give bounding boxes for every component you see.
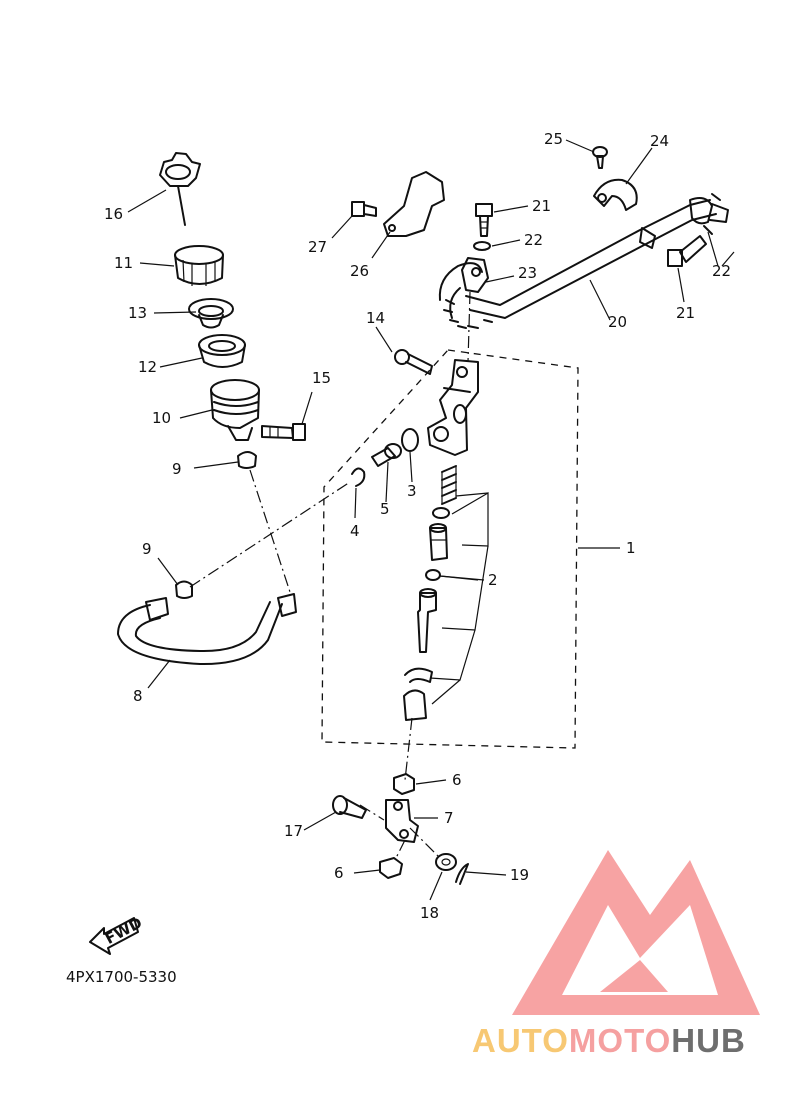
callout-25: 25 (544, 130, 563, 148)
callout-3: 3 (407, 482, 417, 500)
callout-10: 10 (152, 409, 171, 427)
callout-19: 19 (510, 866, 529, 884)
callout-14: 14 (366, 309, 385, 327)
nut-part-6-top (393, 773, 415, 795)
piston-part (429, 523, 448, 561)
spring-part (441, 465, 457, 505)
union-bolt-part-21-right (667, 235, 707, 267)
hose-guide-part-24 (593, 178, 638, 211)
master-cylinder-body (427, 359, 479, 456)
nut-part-6-bottom (379, 857, 403, 879)
screw-part-25 (592, 146, 608, 169)
cup-part (432, 507, 450, 519)
callout-8: 8 (133, 687, 143, 705)
cotter-pin-part-19 (455, 863, 469, 885)
reservoir-cap-part-16 (159, 152, 201, 226)
connection-lines (189, 291, 471, 861)
callout-23: 23 (518, 264, 537, 282)
callout-17: 17 (284, 822, 303, 840)
callout-22a: 22 (524, 231, 543, 249)
fwd-label: FWD (102, 914, 145, 948)
callout-5: 5 (380, 500, 390, 518)
boot-part (403, 689, 427, 721)
callout-11: 11 (114, 254, 133, 272)
leader-lines (127, 139, 735, 901)
callout-20: 20 (608, 313, 627, 331)
push-rod-part (417, 588, 437, 653)
callout-26: 26 (350, 262, 369, 280)
callout-4: 4 (350, 522, 360, 540)
reservoir-hose-part-8 (117, 593, 297, 666)
callout-6a: 6 (452, 771, 462, 789)
watermark-logo-icon (512, 850, 760, 1015)
callout-13: 13 (128, 304, 147, 322)
callout-9a: 9 (172, 460, 182, 478)
bracket-part-26 (383, 171, 445, 237)
assembly-boundary (321, 349, 579, 749)
watermark-wordmark: AUTOMOTOHUB (472, 1022, 794, 1059)
callout-12: 12 (138, 358, 157, 376)
hose-clamp-part-9-top (237, 451, 257, 469)
reservoir-cap-part-11 (174, 245, 224, 286)
o-ring-part-3 (401, 428, 419, 452)
circlip-part-4 (351, 467, 366, 487)
callout-18: 18 (420, 904, 439, 922)
watermark-part-hub: HUB (671, 1022, 746, 1059)
bolt-part-14 (394, 349, 433, 375)
callout-2: 2 (488, 571, 498, 589)
callout-1: 1 (626, 539, 636, 557)
diaphragm-part-12 (198, 334, 246, 368)
callout-21b: 21 (676, 304, 695, 322)
cap-plate-part-13 (188, 298, 234, 329)
fwd-arrow-icon: FWD (89, 914, 145, 955)
callout-labels: 16 11 13 12 10 15 9 9 8 14 4 5 3 1 2 6 7… (104, 130, 731, 922)
bolt-part-27 (351, 201, 377, 217)
gaskets-part-22-right (703, 193, 721, 235)
banjo-fitting-part-23 (461, 257, 489, 293)
callout-15: 15 (312, 369, 331, 387)
reservoir-tank-part-10 (210, 379, 260, 441)
hose-clamp-part-9-bottom (175, 580, 193, 599)
brake-hose-part-20 (438, 197, 729, 329)
watermark-part-moto: MOTO (568, 1022, 672, 1059)
pin-part-17 (332, 795, 367, 819)
circlip-inner-part (404, 667, 433, 683)
callout-9b: 9 (142, 540, 152, 558)
callout-6b: 6 (334, 864, 344, 882)
callout-16: 16 (104, 205, 123, 223)
catalog-code: 4PX1700-5330 (66, 968, 177, 986)
callout-22b: 22 (712, 262, 731, 280)
washer-part-18 (435, 853, 457, 871)
clevis-part-7 (385, 799, 419, 843)
gasket-part-22-top (473, 241, 491, 251)
callout-7: 7 (444, 809, 454, 827)
callout-27: 27 (308, 238, 327, 256)
joint-part-5 (371, 443, 402, 467)
seal-part (425, 569, 441, 581)
watermark-part-auto: AUTO (472, 1022, 569, 1059)
callout-21a: 21 (532, 197, 551, 215)
union-bolt-part-21-top (475, 203, 493, 237)
callout-24: 24 (650, 132, 669, 150)
bolt-part-15 (261, 423, 306, 441)
